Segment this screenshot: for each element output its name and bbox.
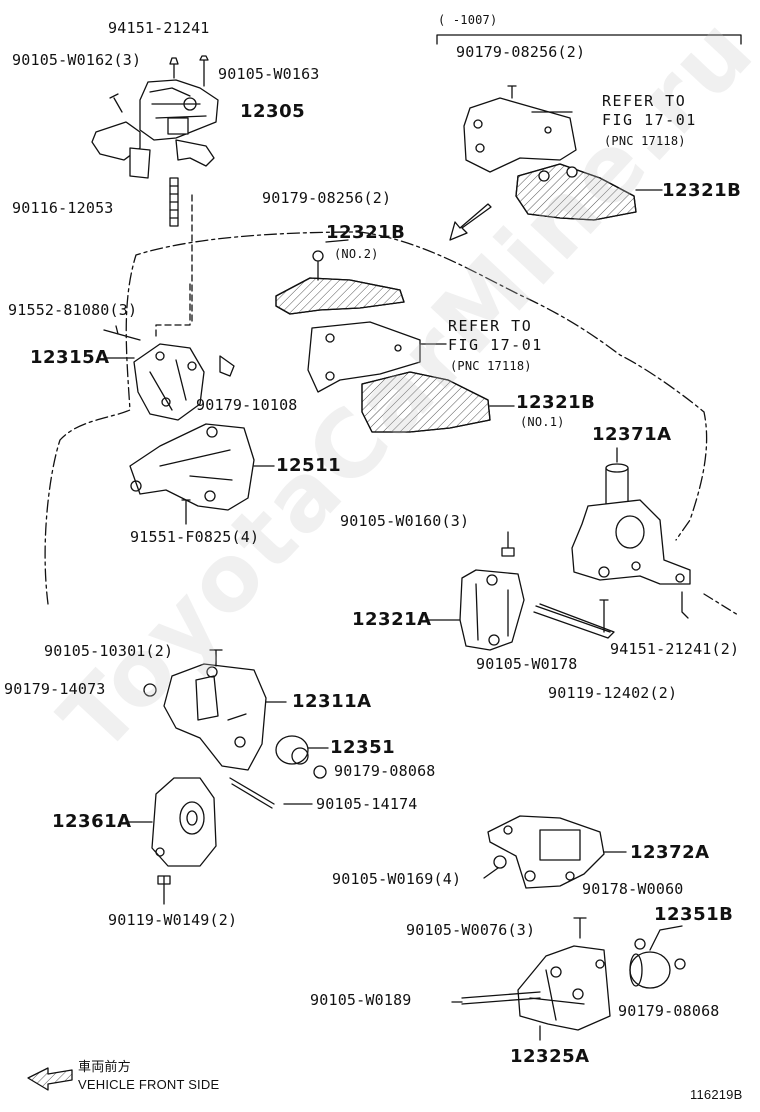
label-90179-08068-a: 90179-08068 bbox=[334, 762, 436, 780]
label-12315A: 12315A bbox=[30, 347, 110, 368]
refer-top-line1: REFER TO bbox=[602, 92, 687, 110]
label-90105-10301: 90105-10301(2) bbox=[44, 642, 174, 660]
label-no2: (NO.2) bbox=[334, 247, 379, 261]
refer-mid-line3: (PNC 17118) bbox=[450, 359, 532, 373]
figure-code: 116219B bbox=[690, 1087, 743, 1102]
refer-top-line2: FIG 17-01 bbox=[602, 111, 697, 129]
engine-outline bbox=[44, 231, 708, 605]
label-12321B-no2: 12321B bbox=[326, 222, 406, 243]
label-90105-W0076: 90105-W0076(3) bbox=[406, 921, 536, 939]
label-90105-14174: 90105-14174 bbox=[316, 795, 418, 813]
range-bracket bbox=[436, 34, 742, 45]
bracket-12321A bbox=[459, 569, 525, 651]
label-90105-W0163: 90105-W0163 bbox=[218, 65, 320, 83]
bracket-12372A bbox=[487, 815, 605, 889]
mount-12305 bbox=[91, 79, 219, 179]
part-12321B-top bbox=[515, 163, 637, 221]
bracket-12315A bbox=[133, 343, 205, 421]
label-90178-W0060: 90178-W0060 bbox=[582, 880, 684, 898]
label-90179-08256-mid: 90179-08256(2) bbox=[262, 189, 392, 207]
label-90105-W0162: 90105-W0162(3) bbox=[12, 51, 142, 69]
label-90105-W0189: 90105-W0189 bbox=[310, 991, 412, 1009]
label-94151-21241: 94151-21241 bbox=[108, 19, 210, 37]
label-12325A: 12325A bbox=[510, 1046, 590, 1067]
label-12351B: 12351B bbox=[654, 904, 734, 925]
front-label-en: VEHICLE FRONT SIDE bbox=[78, 1077, 220, 1092]
label-12305: 12305 bbox=[240, 101, 306, 122]
mount-12351 bbox=[275, 735, 309, 765]
label-12371A: 12371A bbox=[592, 424, 672, 445]
label-90119-12402: 90119-12402(2) bbox=[548, 684, 678, 702]
refer-mid-line2: FIG 17-01 bbox=[448, 336, 543, 354]
bracket-12311A bbox=[163, 663, 267, 771]
mount-12371A bbox=[571, 463, 691, 585]
range-label: ( -1007) bbox=[438, 13, 498, 27]
refer-mid-line1: REFER TO bbox=[448, 317, 533, 335]
label-90179-14073: 90179-14073 bbox=[4, 680, 106, 698]
front-arrow-icon bbox=[27, 1067, 73, 1091]
bracket-12511 bbox=[129, 423, 255, 511]
label-no1: (NO.1) bbox=[520, 415, 565, 429]
label-90105-W0178: 90105-W0178 bbox=[476, 655, 578, 673]
label-91552-81080: 91552-81080(3) bbox=[8, 301, 138, 319]
label-12321B-top: 12321B bbox=[662, 180, 742, 201]
refer-top-line3: (PNC 17118) bbox=[604, 134, 686, 148]
label-90179-08068-b: 90179-08068 bbox=[618, 1002, 720, 1020]
label-12361A: 12361A bbox=[52, 811, 132, 832]
label-12321A: 12321A bbox=[352, 609, 432, 630]
bracket-refer-mid bbox=[307, 321, 421, 393]
label-12511: 12511 bbox=[276, 455, 342, 476]
front-label-jp: 車両前方 bbox=[78, 1059, 131, 1074]
direction-arrow bbox=[449, 203, 492, 241]
label-12372A: 12372A bbox=[630, 842, 710, 863]
mount-12361A bbox=[151, 777, 217, 867]
label-12311A: 12311A bbox=[292, 691, 372, 712]
bracket-12325A bbox=[517, 945, 611, 1031]
label-90116-12053: 90116-12053 bbox=[12, 199, 114, 217]
label-90179-10108: 90179-10108 bbox=[196, 396, 298, 414]
label-94151-21241-2: 94151-21241(2) bbox=[610, 640, 740, 658]
label-90119-W0149: 90119-W0149(2) bbox=[108, 911, 238, 929]
label-90179-08256-top: 90179-08256(2) bbox=[456, 43, 586, 61]
label-90105-W0169: 90105-W0169(4) bbox=[332, 870, 462, 888]
part-12321B-no1 bbox=[361, 371, 491, 433]
mount-12351B bbox=[629, 951, 671, 989]
label-12351: 12351 bbox=[330, 737, 396, 758]
label-90105-W0160: 90105-W0160(3) bbox=[340, 512, 470, 530]
part-12321B-no2 bbox=[275, 277, 405, 315]
label-12321B-no1: 12321B bbox=[516, 392, 596, 413]
label-91551-F0825: 91551-F0825(4) bbox=[130, 528, 260, 546]
bracket-refer-top bbox=[463, 97, 577, 173]
